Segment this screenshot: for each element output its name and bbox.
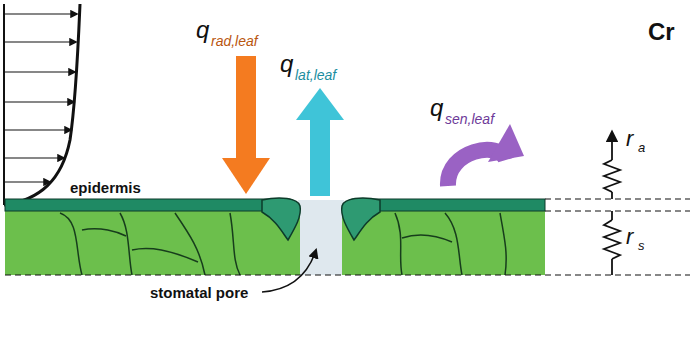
part-name: stomatal pore — [150, 285, 248, 300]
pore-cavity — [298, 200, 344, 275]
resistance-subscript: a — [638, 141, 645, 154]
resistance-subscript: s — [638, 239, 645, 252]
boundary-lines — [5, 199, 690, 275]
part-name: epidermis — [70, 180, 141, 195]
flux-subscript: lat,leaf — [295, 68, 336, 82]
flux-subscript: rad,leaf — [211, 34, 258, 48]
flux-symbol: q — [280, 52, 293, 76]
flux-symbol: q — [196, 18, 209, 42]
resistance-symbol: r — [626, 128, 633, 150]
flux-symbol: q — [430, 96, 443, 120]
velocity-profile — [4, 4, 80, 205]
guard-cells — [262, 198, 380, 240]
resistor-symbol — [604, 132, 620, 275]
sensible-arrow — [448, 124, 524, 186]
radiation-arrow — [222, 56, 270, 194]
title: Cr — [648, 20, 675, 44]
resistance-symbol: r — [626, 226, 633, 248]
flux-subscript: sen,leaf — [445, 112, 494, 126]
leader-line — [262, 250, 316, 292]
latent-arrow — [296, 88, 344, 196]
